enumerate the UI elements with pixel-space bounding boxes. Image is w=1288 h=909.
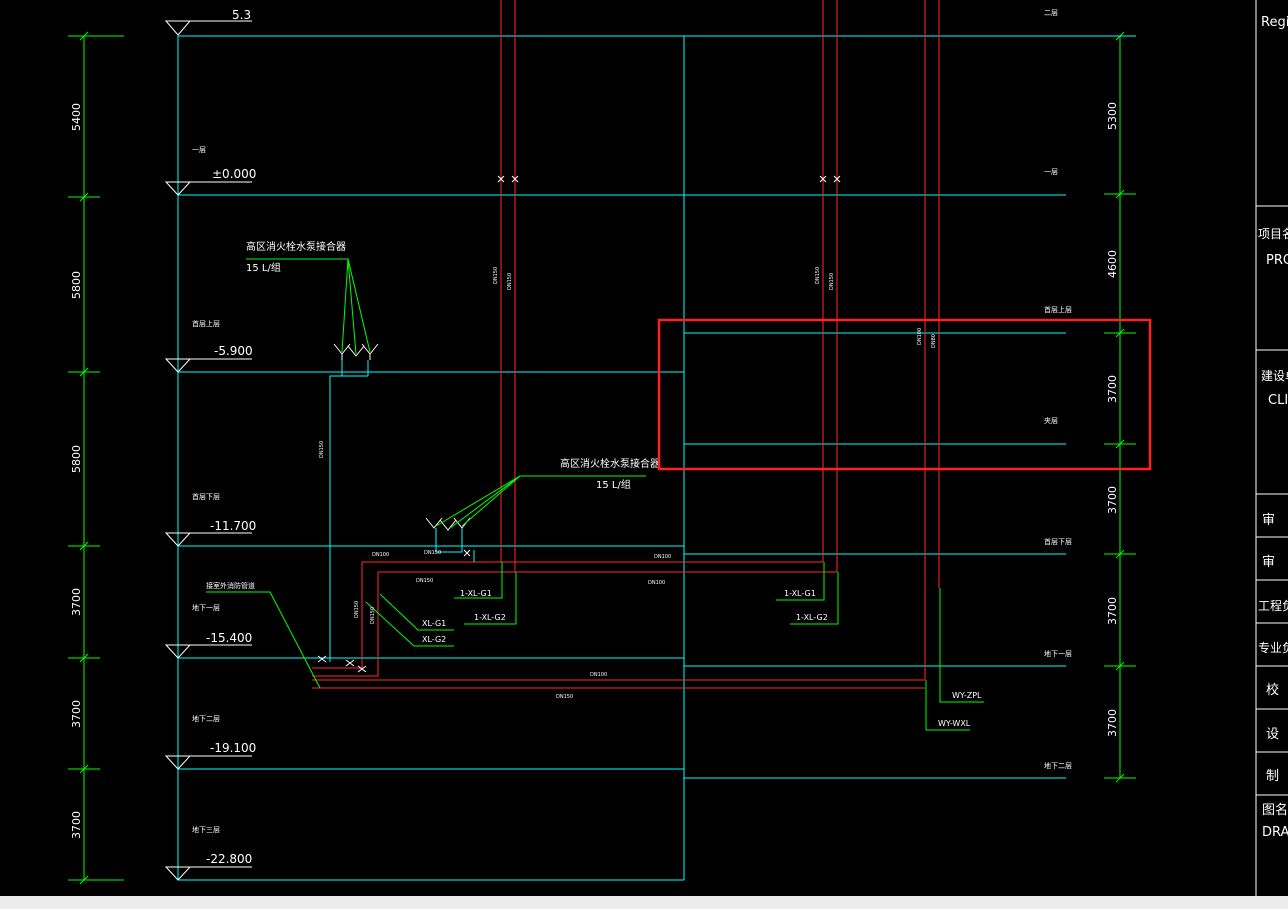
connector1-flow: 15 L/组 <box>246 261 281 274</box>
tb-cli: CLI <box>1268 393 1288 408</box>
pipe-size-riser-r2: DN150 <box>829 273 835 290</box>
tb-discipline-lead: 专业负 <box>1258 640 1288 655</box>
pipe-size-drop-1: DN150 <box>354 601 360 618</box>
title-block <box>1255 0 1288 896</box>
left-dim-2: 5800 <box>70 271 83 299</box>
label-1-xl-g2-left: 1-XL-G2 <box>474 613 506 622</box>
floor-name-labels: 一层 首层上层 首层下层 地下一层 地下二层 地下三层 二层 一层 首层上层 夹… <box>192 9 1072 834</box>
tb-regi: Regi <box>1261 15 1288 30</box>
pipe-size-branch-3: DN150 <box>424 550 441 556</box>
label-b2: 地下二层 <box>192 714 220 723</box>
pipe-size-main-1: DN100 <box>590 672 607 678</box>
pipe-size-branch-4: DN100 <box>654 554 671 560</box>
connector2-flow: 15 L/组 <box>596 478 631 491</box>
label-right-floor2: 二层 <box>1044 9 1058 17</box>
elevation-b3: -22.800 <box>206 852 252 866</box>
label-b3: 地下三层 <box>192 825 220 834</box>
label-1-xl-g2-right: 1-XL-G2 <box>796 613 828 622</box>
valve-symbols <box>317 175 841 673</box>
green-leaders <box>206 258 984 731</box>
pipe-size-riser-r1: DN150 <box>815 267 821 284</box>
red-pipes <box>312 0 940 689</box>
label-mezz-top: 首层上层 <box>192 319 220 328</box>
right-dim-3: 3700 <box>1106 375 1119 403</box>
pump-connector-1-symbol <box>333 343 379 360</box>
label-xl-g2: XL-G2 <box>422 635 446 644</box>
pipe-size-main-2: DN150 <box>556 694 573 700</box>
pipe-size-labels: DN150 DN150 DN150 DN150 DN100 DN80 DN150… <box>319 267 937 700</box>
highlight-selection-box[interactable] <box>657 318 1152 471</box>
label-right-mezz-top: 首层上层 <box>1044 305 1072 314</box>
left-dim-6: 3700 <box>70 811 83 839</box>
pipe-size-branch-1: DN100 <box>372 552 389 558</box>
status-bar <box>0 896 1288 909</box>
pipe-size-branch-2: DN150 <box>416 578 433 584</box>
tb-review-2: 审 <box>1262 555 1275 570</box>
tb-review-1: 审 <box>1262 513 1275 528</box>
title-block-texts: Regi 项目名称 PRO 建设单 CLI 审 审 工程负 专业负 校 设 制 … <box>1258 15 1288 840</box>
left-dim-1: 5400 <box>70 103 83 131</box>
floor-lines <box>177 35 1136 881</box>
right-dim-4: 3700 <box>1106 486 1119 514</box>
pipe-size-drop-2: DN150 <box>370 607 376 624</box>
pipe-size-riser-r4: DN80 <box>931 334 937 348</box>
left-dim-5: 3700 <box>70 700 83 728</box>
right-dim-5: 3700 <box>1106 597 1119 625</box>
tb-check: 校 <box>1266 682 1279 698</box>
elevation-values: 5.3 ±0.000 -5.900 -11.700 -15.400 -19.10… <box>206 8 256 866</box>
pipe-size-riser-r3: DN100 <box>917 328 923 345</box>
pipe-size-cyan-riser: DN150 <box>319 441 325 458</box>
pump-connector-2-symbol <box>425 517 471 531</box>
elevation-top: 5.3 <box>232 8 251 22</box>
right-dimension-texts: 5300 4600 3700 3700 3700 3700 <box>1106 102 1119 737</box>
cyan-riser <box>329 360 475 662</box>
pipe-size-riser-l2: DN150 <box>507 273 513 290</box>
pipe-size-riser-l1: DN150 <box>493 267 499 284</box>
connector1-title: 高区消火栓水泵接合器 <box>246 240 346 253</box>
label-mezz-bottom: 首层下层 <box>192 492 220 501</box>
left-dimension-texts: 5400 5800 5800 3700 3700 3700 <box>70 103 83 839</box>
tb-project-name: 项目名称 <box>1258 226 1288 241</box>
label-wy-zpl: WY-ZPL <box>952 691 982 700</box>
supply-note: 接室外消防管道 <box>206 581 255 590</box>
label-b1: 地下一层 <box>192 603 220 612</box>
left-dimension-chain <box>68 31 124 885</box>
right-dim-6: 3700 <box>1106 709 1119 737</box>
tb-drawing-name: 图名 <box>1262 802 1288 818</box>
left-dim-4: 3700 <box>70 588 83 616</box>
tb-pro: PRO <box>1266 253 1288 268</box>
right-dim-2: 4600 <box>1106 250 1119 278</box>
connector2-title: 高区消火栓水泵接合器 <box>560 457 660 470</box>
label-right-b1: 地下一层 <box>1044 649 1072 658</box>
tb-project-lead: 工程负 <box>1258 598 1288 613</box>
label-right-floor1: 一层 <box>1044 168 1058 176</box>
elevation-b1: -15.400 <box>206 631 252 645</box>
right-dim-1: 5300 <box>1106 102 1119 130</box>
tb-draw: 制 <box>1266 769 1279 784</box>
pipe-size-branch-5: DN100 <box>648 580 665 586</box>
label-1-xl-g1-left: 1-XL-G1 <box>460 589 492 598</box>
label-1-xl-g1-right: 1-XL-G1 <box>784 589 816 598</box>
tb-client: 建设单 <box>1261 369 1288 383</box>
left-dim-3: 5800 <box>70 445 83 473</box>
elevation-b2: -19.100 <box>210 741 256 755</box>
tb-design: 设 <box>1266 727 1279 742</box>
elevation-mezz-bottom: -11.700 <box>210 519 256 533</box>
label-right-mezz-mid: 夹层 <box>1044 416 1058 425</box>
label-right-mezz-bottom: 首层下层 <box>1044 537 1072 546</box>
right-dimension-chain <box>1104 31 1136 783</box>
label-floor1: 一层 <box>192 146 206 154</box>
annotations: 高区消火栓水泵接合器 15 L/组 高区消火栓水泵接合器 15 L/组 接室外消… <box>206 240 982 728</box>
tb-dra: DRA <box>1262 825 1288 840</box>
label-right-b2: 地下二层 <box>1044 761 1072 770</box>
elevation-markers <box>164 20 252 881</box>
elevation-mezz-top: -5.900 <box>214 344 253 358</box>
label-xl-g1: XL-G1 <box>422 619 446 628</box>
elevation-ground: ±0.000 <box>212 167 256 181</box>
label-wy-wxl: WY-WXL <box>938 719 971 728</box>
